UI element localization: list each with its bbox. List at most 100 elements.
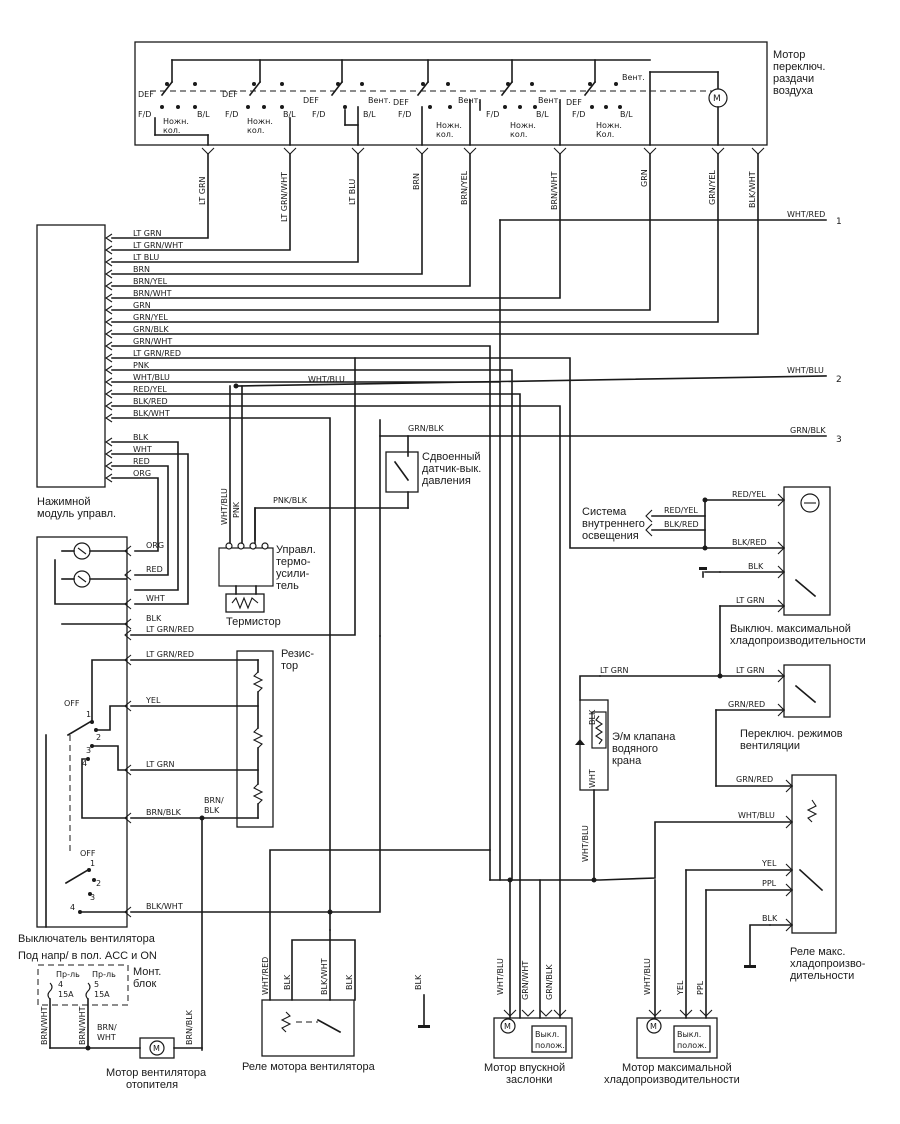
res-yel-label: YEL — [145, 696, 161, 705]
module-pin-13: RED/YEL — [133, 385, 167, 394]
mcm-wht-blu-label: WHT/BLU — [643, 958, 652, 995]
heater-brn-blk-label: BRN/BLK — [185, 1009, 194, 1045]
module-pin-lower-0: BLK — [133, 433, 149, 442]
max-cool-relay: Реле макс.хладопроизво-дительности — [744, 774, 866, 982]
mode-switch-sections: DEF F/D B/L Ножн. кол. DEF F/D B/L Ножн.… — [138, 71, 651, 146]
svg-text:DEF: DEF — [303, 96, 319, 105]
vent-grn-red-label: GRN/RED — [728, 700, 765, 709]
max-cool-switch: RED/YEL BLK/RED BLK LT GRN Выключ. макси… — [699, 486, 866, 647]
fuse-block-label: Монт.блок — [133, 966, 161, 990]
module-pin-5: BRN/WHT — [133, 289, 172, 298]
res-lt-grn-label: LT GRN — [146, 760, 175, 769]
blower-motor-relay: WHT/RED BLK BLK/WHT BLK BLK Реле мотора … — [242, 849, 491, 1073]
mode-switch-1: DEF F/D B/L Ножн. кол. — [138, 80, 210, 146]
svg-text:кол.: кол. — [510, 130, 527, 139]
mcm-ppl-label: PPL — [696, 980, 705, 995]
mode-motor-assembly: M DEF F/D B/L Ножн. кол. DEF F/D — [134, 41, 825, 146]
control-module-box — [36, 224, 106, 488]
blower-wht-label: WHT — [146, 594, 165, 603]
module-pin-0: LT GRN — [133, 229, 162, 238]
svg-text:DEF: DEF — [138, 90, 154, 99]
bus-blk-label: BLK — [762, 914, 778, 923]
svg-text:Вент.: Вент. — [368, 96, 391, 105]
svg-text:4: 4 — [70, 903, 75, 912]
top-wire-5: BRN/WHT — [550, 171, 559, 210]
svg-text:3: 3 — [90, 893, 95, 902]
svg-text:DEF: DEF — [222, 90, 238, 99]
svg-text:F/D: F/D — [312, 110, 325, 119]
module-pin-6: GRN — [133, 301, 151, 310]
valve-blk-label: BLK — [588, 709, 597, 725]
svg-text:Ножн.: Ножн. — [247, 117, 273, 126]
svg-text:Ножн.: Ножн. — [510, 121, 536, 130]
lower-bus-wires: WHT/BLU YEL PPL BLK — [489, 811, 793, 926]
svg-text:B/L: B/L — [536, 110, 549, 119]
blower-switch-label: Выключатель вентилятора — [18, 933, 156, 945]
module-pin-4: BRN/YEL — [133, 277, 168, 286]
module-pin-1: LT GRN/WHT — [133, 241, 183, 250]
svg-text:2: 2 — [96, 733, 101, 742]
svg-text:Ножн.: Ножн. — [596, 121, 622, 130]
blower-relay-label: Реле мотора вентилятора — [242, 1061, 376, 1073]
top-wire-0: LT GRN — [198, 176, 207, 205]
top-wire-7: GRN/YEL — [708, 170, 717, 205]
svg-text:Вент.: Вент. — [538, 96, 561, 105]
thermo-amp-box — [218, 547, 274, 587]
module-pin-lower-2: RED — [133, 457, 150, 466]
svg-text:1: 1 — [90, 859, 95, 868]
top-connector-chevrons — [201, 147, 765, 155]
fuse-brn-wht-1: BRN/WHT — [40, 1006, 49, 1045]
module-pin-2: LT BLU — [133, 253, 159, 262]
connector-1-number: 1 — [836, 217, 842, 227]
module-pin-15: BLK/WHT — [133, 409, 170, 418]
resistor-label: Резис-тор — [281, 648, 314, 672]
svg-text:4: 4 — [82, 759, 87, 768]
svg-text:полож.: полож. — [677, 1041, 707, 1050]
max-cool-blk-label: BLK — [748, 562, 764, 571]
svg-text:M: M — [713, 94, 721, 104]
svg-text:F/D: F/D — [138, 110, 151, 119]
top-wire-4: BRN/YEL — [460, 170, 469, 205]
relay-blk-label-2: BLK — [345, 974, 354, 990]
thermo-amplifier: WHT/BLU PNK PNK/BLK Управл.термо-усили-т… — [218, 385, 316, 628]
svg-text:B/L: B/L — [197, 110, 210, 119]
connector-3-number: 3 — [836, 435, 842, 445]
svg-text:B/L: B/L — [363, 110, 376, 119]
svg-text:F/D: F/D — [486, 110, 499, 119]
mode-switch-5: F/D B/L Вент. Ножн. кол. — [479, 80, 561, 146]
intake-door-motor: M Выкл. полож. WHT/BLU GRN/WHT GRN/BLK М… — [484, 879, 573, 1086]
module-pin-7: GRN/YEL — [133, 313, 168, 322]
thermistor-label: Термистор — [226, 616, 281, 628]
top-wire-1: LT GRN/WHT — [280, 172, 289, 222]
top-wire-8: BLK/WHT — [748, 171, 757, 208]
res-lt-grn-red-label: LT GRN/RED — [146, 650, 194, 659]
svg-text:DEF: DEF — [566, 98, 582, 107]
connector-3-wire: GRN/BLK — [790, 426, 826, 435]
svg-text:M: M — [650, 1022, 657, 1031]
blower-blk-wht-label: BLK/WHT — [146, 902, 183, 911]
blower-lt-grn-red-label: LT GRN/RED — [146, 625, 194, 634]
svg-text:OFF: OFF — [64, 699, 80, 708]
svg-text:F/D: F/D — [225, 110, 238, 119]
svg-text:M: M — [504, 1022, 511, 1031]
svg-text:DEF: DEF — [393, 98, 409, 107]
vent-grn-red-label-2: GRN/RED — [736, 775, 773, 784]
interior-blk-red-label: BLK/RED — [664, 520, 699, 529]
blower-red-label: RED — [146, 565, 163, 574]
max-cool-blk-red-label: BLK/RED — [732, 538, 767, 547]
svg-text:F/D: F/D — [572, 110, 585, 119]
top-wire-6: GRN — [640, 169, 649, 187]
relay-blk-wht-label: BLK/WHT — [320, 958, 329, 995]
